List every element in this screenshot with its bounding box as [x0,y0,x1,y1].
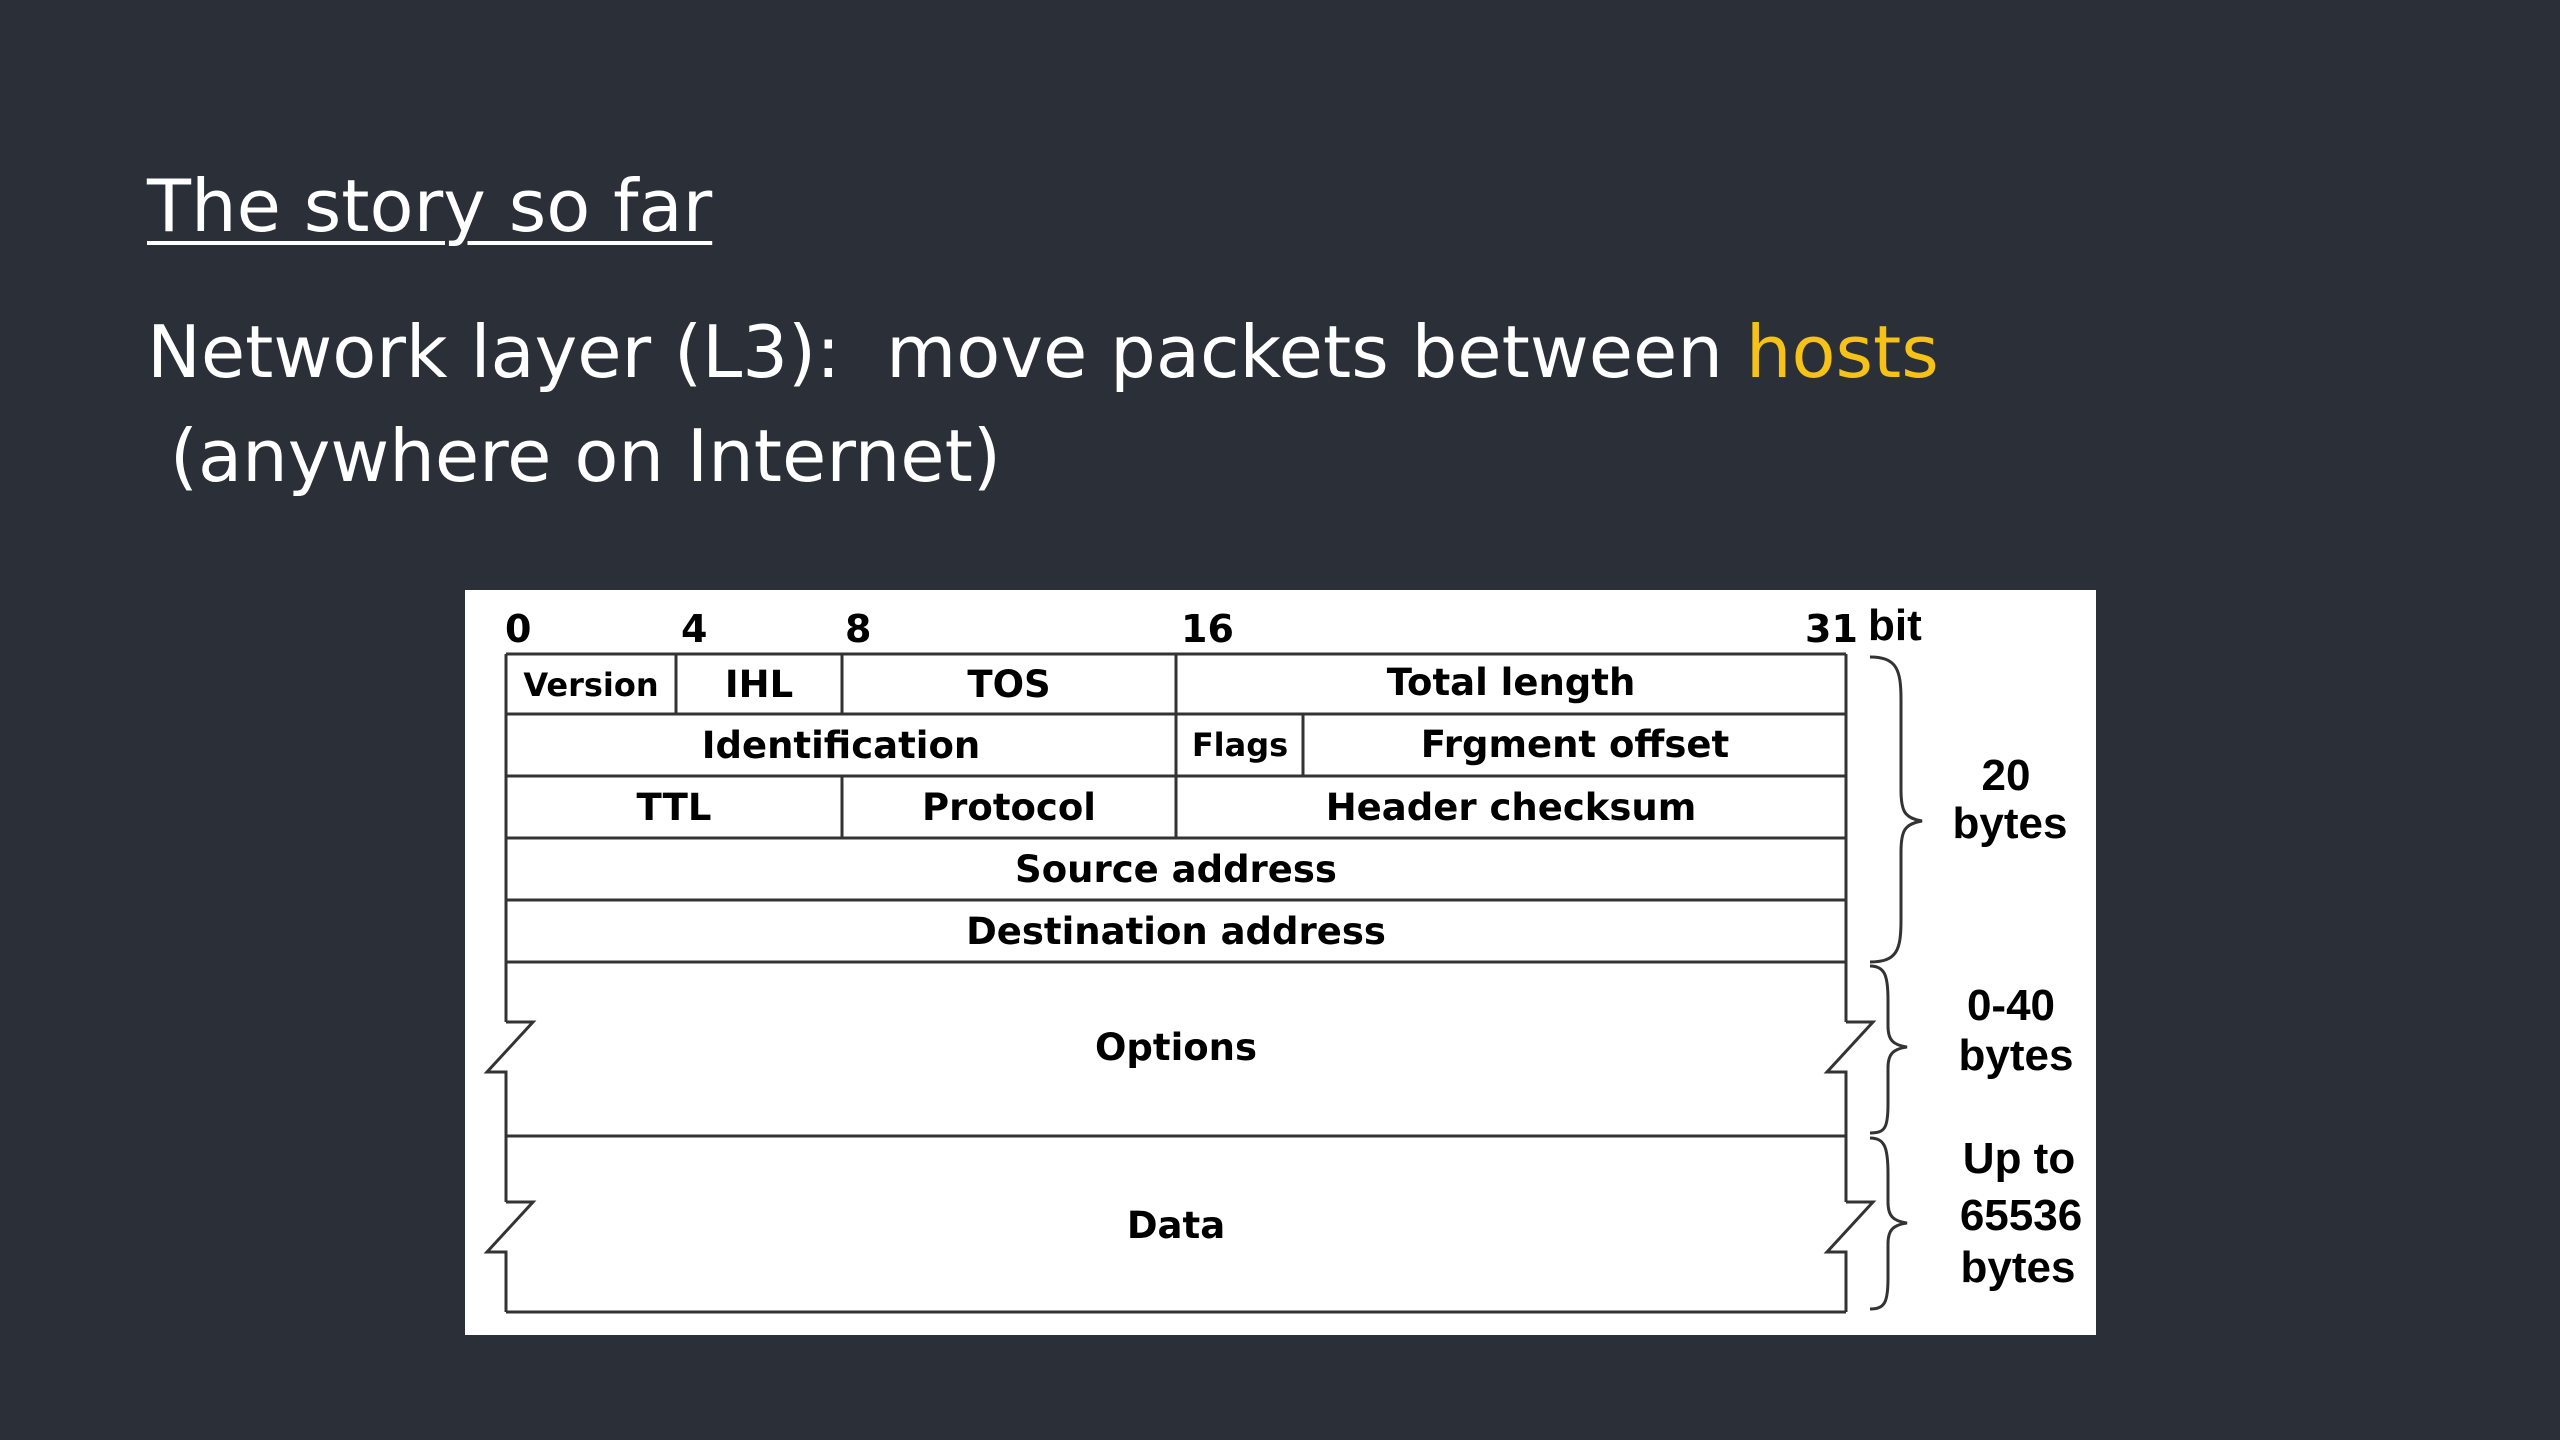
data-size-value: 65536 [1960,1191,2082,1240]
field-protocol: Protocol [922,786,1096,829]
field-destination-address: Destination address [966,910,1386,953]
field-flags: Flags [1192,726,1288,764]
data-size-unit: bytes [1961,1243,2076,1292]
field-options: Options [1095,1026,1257,1069]
brace-header [1869,655,1923,964]
brace-data [1869,1136,1908,1311]
bit-tick-4: 4 [681,607,707,651]
header-grid [483,652,1877,1314]
options-size-unit: bytes [1959,1031,2074,1080]
bit-tick-8: 8 [845,607,871,651]
bit-unit-label: bit [1868,601,1922,650]
header-size-value: 20 [1982,751,2031,800]
bit-tick-0: 0 [505,607,531,651]
field-header-checksum: Header checksum [1326,786,1697,829]
field-ttl: TTL [637,786,712,829]
field-ihl: IHL [725,663,793,706]
data-size-prefix: Up to [1963,1134,2075,1183]
field-source-address: Source address [1015,848,1337,891]
slide-subtitle: Network layer (L3): move packets between… [147,300,1939,508]
field-fragment-offset: Frgment offset [1421,723,1729,766]
slide-heading: The story so far [147,164,713,248]
field-total-length: Total length [1387,661,1636,704]
subtitle-text-line2: (anywhere on Internet) [147,414,1001,498]
field-version: Version [523,666,658,704]
size-braces [1869,655,1923,1311]
ip-header-diagram: 0 4 8 16 31 bit [465,590,2096,1335]
field-data: Data [1127,1204,1225,1247]
brace-options [1869,964,1908,1135]
bit-tick-16: 16 [1181,607,1234,651]
field-tos: TOS [967,663,1050,706]
bit-tick-31: 31 [1805,607,1858,651]
subtitle-text: Network layer (L3): move packets between [147,310,1746,394]
field-identification: Identification [702,724,981,767]
header-size-unit: bytes [1953,799,2068,848]
ip-header-svg: 0 4 8 16 31 bit [483,601,2082,1314]
subtitle-highlight: hosts [1745,310,1939,394]
options-size-value: 0-40 [1967,981,2055,1030]
